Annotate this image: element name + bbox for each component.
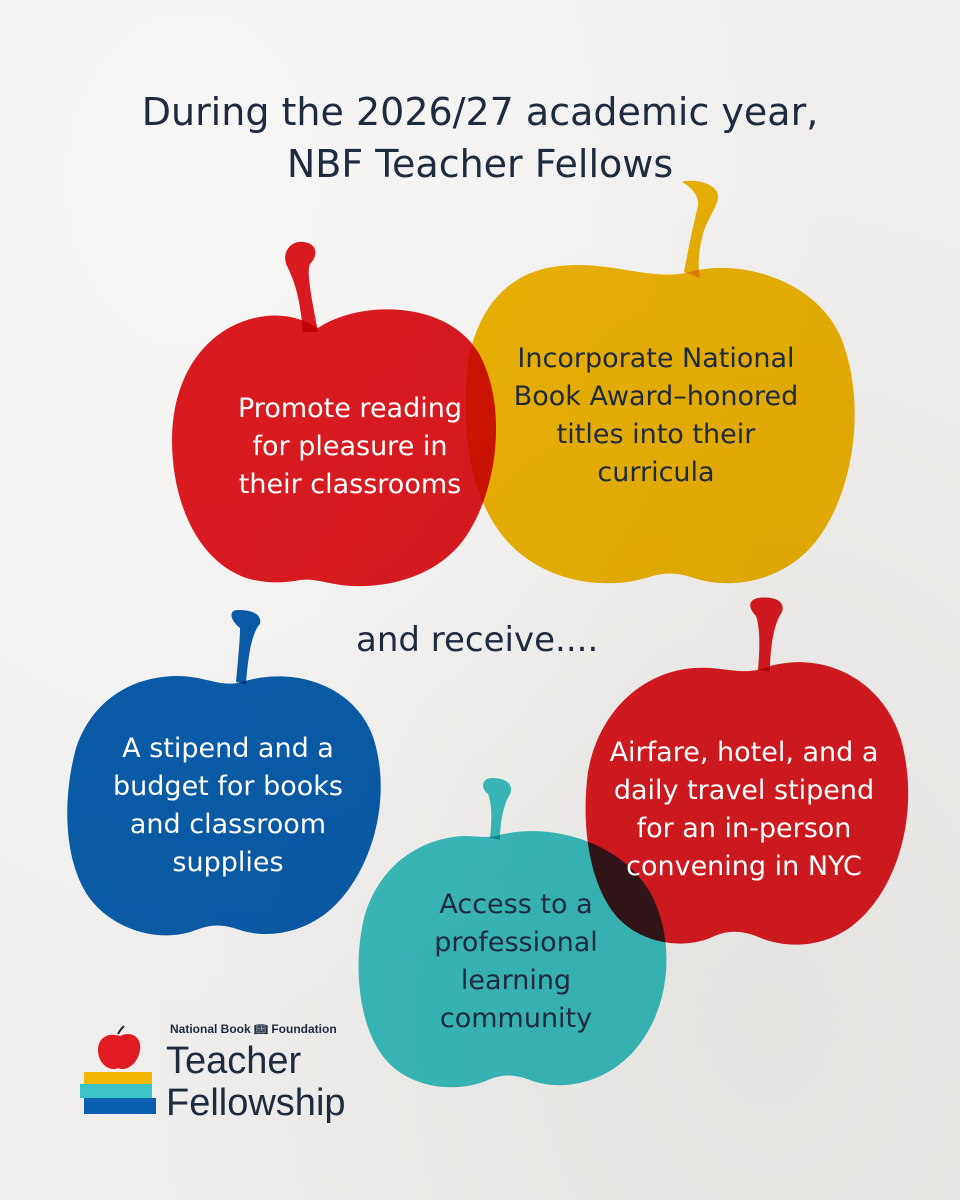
apple-text-learning-community: Access to a professional learning commun…	[384, 886, 648, 1038]
apple-text-line: Book Award–honored	[513, 381, 799, 412]
apple-text-line: daily travel stipend	[613, 775, 875, 806]
apple-teal-bottom-body	[358, 831, 667, 1088]
apple-text-incorporate-titles: Incorporate National Book Award–honored …	[500, 340, 812, 492]
apple-yellow-top-stem	[682, 180, 719, 278]
apple-text-line: titles into their	[556, 419, 756, 450]
logo-org-text: National Book	[170, 1022, 251, 1036]
apple-text-line: and classroom	[129, 809, 327, 840]
apple-blue-bottom-body	[67, 676, 381, 936]
apple-text-line: for an in-person	[636, 813, 852, 844]
apple-red-bottom	[585, 597, 909, 945]
apple-text-line: their classrooms	[238, 469, 462, 500]
apple-text-line: supplies	[172, 847, 284, 878]
apple-yellow-top-body	[465, 264, 855, 584]
apple-yellow-top	[465, 180, 855, 584]
logo-org-suffix: Foundation	[271, 1022, 337, 1036]
apple-text-line: Promote reading	[238, 393, 462, 424]
apple-red-bottom-stem	[750, 597, 783, 672]
apple-text-line: Incorporate National	[517, 343, 795, 374]
apple-text-line: for pleasure in	[252, 431, 448, 462]
apple-text-stipend-budget: A stipend and a budget for books and cla…	[78, 730, 378, 882]
apple-text-line: curricula	[597, 457, 715, 488]
apple-text-airfare-hotel: Airfare, hotel, and a daily travel stipe…	[594, 734, 894, 886]
apple-red-top	[172, 241, 497, 587]
apple-blue-bottom-stem	[231, 610, 261, 684]
apple-teal-bottom	[358, 778, 667, 1088]
apple-text-line: Airfare, hotel, and a	[609, 737, 879, 768]
apple-red-top-body	[172, 309, 497, 587]
open-book-icon: 📖︎	[254, 1024, 268, 1036]
page-headline: During the 2026/27 academic year, NBF Te…	[80, 86, 880, 190]
and-receive-text: and receive....	[356, 620, 599, 660]
logo-program-name: Teacher Fellowship	[166, 1040, 346, 1124]
headline-line-2: NBF Teacher Fellows	[286, 142, 674, 186]
apple-text-line: A stipend and a	[122, 733, 334, 764]
apple-red-top-stem	[285, 241, 318, 332]
apple-text-promote-reading: Promote reading for pleasure in their cl…	[200, 390, 500, 504]
apple-red-bottom-body	[585, 662, 909, 945]
headline-line-1: During the 2026/27 academic year,	[141, 90, 819, 134]
logo-org-name: National Book 📖︎ Foundation	[170, 1022, 337, 1036]
apple-text-line: professional	[434, 927, 598, 958]
apple-text-line: community	[439, 1003, 593, 1034]
apple-on-books-icon	[80, 1025, 156, 1114]
apple-text-line: Access to a	[439, 889, 593, 920]
apple-teal-bottom-stem	[483, 778, 512, 840]
apple-text-line: budget for books	[113, 771, 343, 802]
apple-text-line: convening in NYC	[626, 851, 862, 882]
logo-name-line-2: Fellowship	[166, 1082, 346, 1124]
apple-text-line: learning	[460, 965, 572, 996]
logo-name-line-1: Teacher	[166, 1040, 302, 1082]
teacher-fellowship-logo: National Book 📖︎ Foundation Teacher Fell…	[80, 1020, 380, 1130]
apple-blue-bottom	[67, 610, 381, 936]
